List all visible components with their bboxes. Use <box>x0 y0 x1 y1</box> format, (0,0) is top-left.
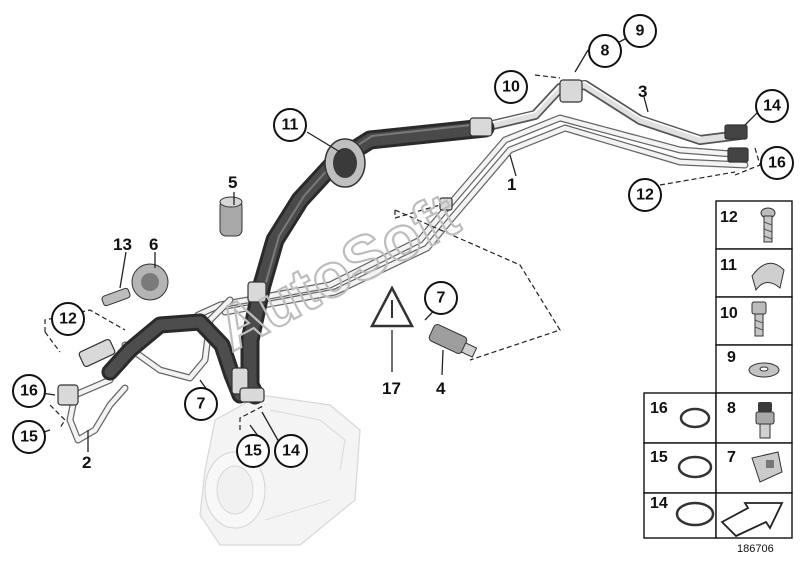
fittings <box>57 79 749 406</box>
plain-labels: 1 2 3 4 5 6 13 17 <box>82 82 647 472</box>
reference-number: 186706 <box>737 543 774 555</box>
label-17: 17 <box>382 379 401 398</box>
valve-cap-part-5 <box>219 196 243 237</box>
legend-label-14: 14 <box>650 495 668 512</box>
label-6: 6 <box>149 235 158 254</box>
legend-icon-clip-7 <box>751 451 783 483</box>
legend-grid: 12 11 10 9 16 8 15 7 14 <box>643 200 793 539</box>
valve-core-part-13 <box>101 287 131 307</box>
valve-cap-part-6 <box>131 263 169 301</box>
legend-icon-screw-10 <box>751 301 767 337</box>
callout-14-bottom: 14 <box>282 443 300 460</box>
callout-15-bottom: 15 <box>244 443 262 460</box>
legend-icon-washer-9 <box>748 362 780 378</box>
rubber-hose-pressure <box>101 313 249 404</box>
label-4: 4 <box>436 379 446 398</box>
callout-15-left: 15 <box>20 429 38 446</box>
legend-icon-valve-8 <box>755 402 775 439</box>
circled-callouts <box>12 14 794 468</box>
callout-14-top: 14 <box>763 98 781 115</box>
callout-16-left: 16 <box>20 383 38 400</box>
legend-label-12: 12 <box>720 209 738 226</box>
legend-icon-bolt-12 <box>760 207 776 243</box>
callout-11: 11 <box>282 117 299 134</box>
legend-label-7: 7 <box>727 449 736 466</box>
warning-triangle-part-17 <box>369 285 415 328</box>
legend-icon-oring-16 <box>679 407 711 429</box>
legend-label-9: 9 <box>727 349 736 366</box>
label-3: 3 <box>638 82 647 101</box>
legend-icon-arrow <box>720 502 784 538</box>
legend-label-16: 16 <box>650 400 668 417</box>
circled-callout-labels: 9 8 10 11 14 16 12 7 12 7 16 15 15 14 <box>20 23 786 460</box>
legend-label-8: 8 <box>727 400 736 417</box>
callout-7-lower: 7 <box>197 396 206 413</box>
legend-label-10: 10 <box>720 305 738 322</box>
callout-10: 10 <box>502 79 520 96</box>
legend-label-15: 15 <box>650 449 668 466</box>
callout-16-top: 16 <box>768 155 786 172</box>
compressor-drawing <box>199 394 361 546</box>
callout-7-middle: 7 <box>437 290 446 307</box>
legend-label-11: 11 <box>720 257 737 274</box>
callout-12-left: 12 <box>59 311 77 328</box>
grommet-part <box>324 138 366 188</box>
callout-12-right: 12 <box>636 187 654 204</box>
label-2: 2 <box>82 453 91 472</box>
label-5: 5 <box>228 173 237 192</box>
callout-9: 9 <box>636 23 645 40</box>
legend-icon-bracket-11 <box>751 262 785 292</box>
callout-8: 8 <box>601 43 610 60</box>
legend-icon-oring-14 <box>675 501 715 527</box>
label-13: 13 <box>113 235 132 254</box>
pressure-sensor-part-4 <box>428 324 478 358</box>
legend-icon-oring-15 <box>677 455 713 479</box>
label-1: 1 <box>507 175 516 194</box>
